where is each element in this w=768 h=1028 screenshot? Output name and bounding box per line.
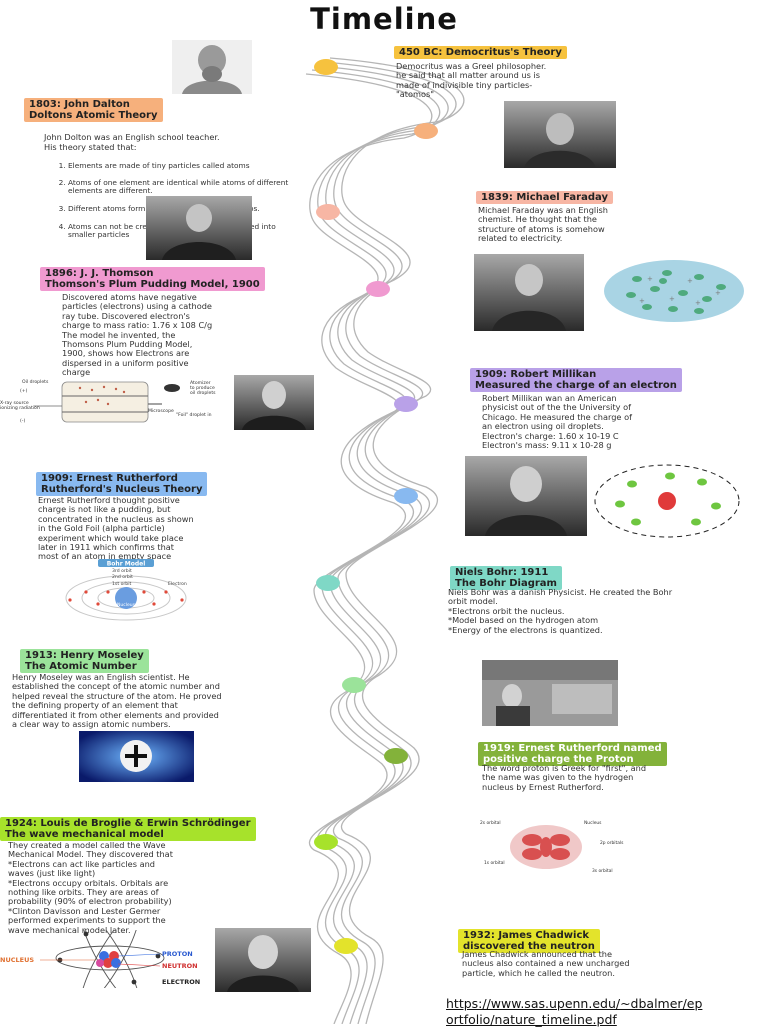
rutherford-portrait-image [465, 456, 587, 536]
diagram-label-oil: Oil droplets [22, 379, 49, 385]
bohr-orbit3-label: 3rd orbit [112, 568, 132, 574]
svg-text:+: + [669, 295, 675, 303]
event-text-chadwick: James Chadwick announced that the nucleu… [462, 949, 630, 978]
list-item: Elements are made of tiny particles call… [68, 161, 304, 170]
dalton-portrait-image [504, 101, 616, 168]
orbital-nucleus-label: Nucleus [584, 820, 602, 826]
milestone-dot-1 [314, 59, 338, 75]
event-text-moseley: Henry Moseley was an English scientist. … [12, 672, 222, 730]
democritus-bust-image [172, 40, 252, 94]
diagram-label-plus: (+) [20, 388, 28, 394]
bohr-model-diagram: Bohr Model Nucleus 3rd orbit 2nd orbit 1… [65, 559, 187, 621]
svg-text:+: + [639, 297, 645, 305]
atom-nucleus-label: NUCLEUS [0, 956, 34, 964]
diagram-label-xray: X-ray source [0, 400, 29, 406]
bohr-nucleus-label: Nucleus [117, 602, 136, 608]
event-text-proton: The word proton is Greek for "first", an… [482, 763, 647, 792]
bohr-orbit2-label: 2nd orbit [112, 574, 133, 580]
event-text-millikan: Robert Millikan wan an American physicis… [482, 393, 632, 451]
event-label-proton: 1919: Ernest Rutherford named positive c… [478, 742, 667, 766]
diagram-label-minus: (-) [20, 418, 25, 424]
orbital-1s-label: 1s orbital [484, 860, 505, 866]
plum-pudding-model-diagram: + + + + + + [604, 260, 744, 322]
milestone-dot-11 [334, 938, 358, 954]
event-label-chadwick: 1932: James Chadwick discovered the neut… [458, 929, 600, 953]
event-label-dalton: 1803: John Dalton Doltons Atomic Theory [24, 98, 163, 122]
event-label-democritus: 450 BC: Democritus's Theory [394, 46, 567, 59]
svg-text:+: + [715, 289, 721, 297]
event-text-democritus: Democritus was a Greel philosopher. he s… [396, 61, 547, 100]
page-title: Timeline [310, 2, 458, 36]
bohr-electron-label: Electron [168, 581, 187, 587]
atom-structure-diagram: NUCLEUS PROTON NEUTRON ELECTRON [0, 930, 200, 988]
milestone-dot-6 [394, 488, 418, 504]
milestone-dot-10 [314, 834, 338, 850]
faraday-portrait-image [146, 196, 252, 260]
event-label-bohr: Niels Bohr: 1911 The Bohr Diagram [450, 566, 562, 590]
event-label-moseley: 1913: Henry Moseley The Atomic Number [20, 649, 149, 673]
event-text-wave-model: They created a model called the Wave Mec… [8, 840, 173, 935]
event-text-thomson: Discovered atoms have negative particles… [62, 292, 213, 378]
diagram-label-atomizer: Atomizer [190, 380, 211, 386]
milestone-dot-5 [394, 396, 418, 412]
proton-plus-image [79, 731, 194, 782]
atom-proton-label: PROTON [162, 950, 193, 958]
rutherford-nuclear-model-diagram [594, 464, 740, 538]
event-text-bohr: Niels Bohr was a danish Physicist. He cr… [448, 587, 673, 635]
source-link[interactable]: https://www.sas.upenn.edu/~dbalmer/ep or… [446, 996, 703, 1027]
milestone-dot-9 [384, 748, 408, 764]
orbital-3s-label: 3s orbital [592, 868, 613, 874]
milestone-dot-8 [342, 677, 366, 693]
event-label-wave-model: 1924: Louis de Broglie & Erwin Schröding… [0, 817, 256, 841]
event-label-faraday: 1839: Michael Faraday [476, 191, 613, 204]
milestone-dot-7 [316, 575, 340, 591]
event-label-thomson: 1896: J. J. Thomson Thomson's Plum Puddi… [40, 267, 265, 291]
list-item: Atoms of one element are identical while… [68, 179, 304, 196]
atom-neutron-label: NEUTRON [162, 962, 198, 970]
diagram-label-foil: "Foil" droplet in [176, 412, 212, 418]
moseley-lab-photo-image [482, 660, 618, 726]
svg-text:+: + [687, 277, 693, 285]
bohr-title: Bohr Model [107, 561, 146, 568]
milestone-dot-4 [366, 281, 390, 297]
event-label-millikan: 1909: Robert Millikan Measured the charg… [470, 368, 682, 392]
milestone-dot-2 [414, 123, 438, 139]
diagram-label-xray-2: ionizing radiation [0, 405, 40, 411]
orbital-2s-label: 2s orbital [480, 820, 501, 826]
chadwick-portrait-image [215, 928, 311, 992]
millikan-portrait-image [234, 375, 314, 430]
dalton-intro: John Dolton was an English school teache… [44, 132, 220, 152]
orbital-2p-label: 2p orbitals [600, 840, 624, 846]
milestone-dot-3 [316, 204, 340, 220]
diagram-label-atomizer-3: oil droplets [190, 390, 216, 396]
svg-text:+: + [695, 299, 701, 307]
millikan-oil-drop-diagram: Oil droplets X-ray source ionizing radia… [0, 379, 216, 424]
diagram-label-microscope: Microscope [148, 408, 174, 414]
event-text-rutherford-nucleus: Ernest Rutherford thought positive charg… [38, 495, 194, 562]
bohr-orbit1-label: 1st orbit [112, 581, 131, 587]
svg-text:+: + [647, 275, 653, 283]
event-label-rutherford-nucleus: 1909: Ernest Rutherford Rutherford's Nuc… [36, 472, 208, 496]
diagram-label-atomizer-2: to produce [190, 385, 215, 391]
atom-electron-label: ELECTRON [162, 978, 200, 986]
orbital-model-diagram: 2s orbital Nucleus 2p orbitals 1s orbita… [480, 820, 624, 874]
event-text-faraday: Michael Faraday was an English chemist. … [478, 205, 608, 244]
thomson-portrait-image [474, 254, 584, 331]
